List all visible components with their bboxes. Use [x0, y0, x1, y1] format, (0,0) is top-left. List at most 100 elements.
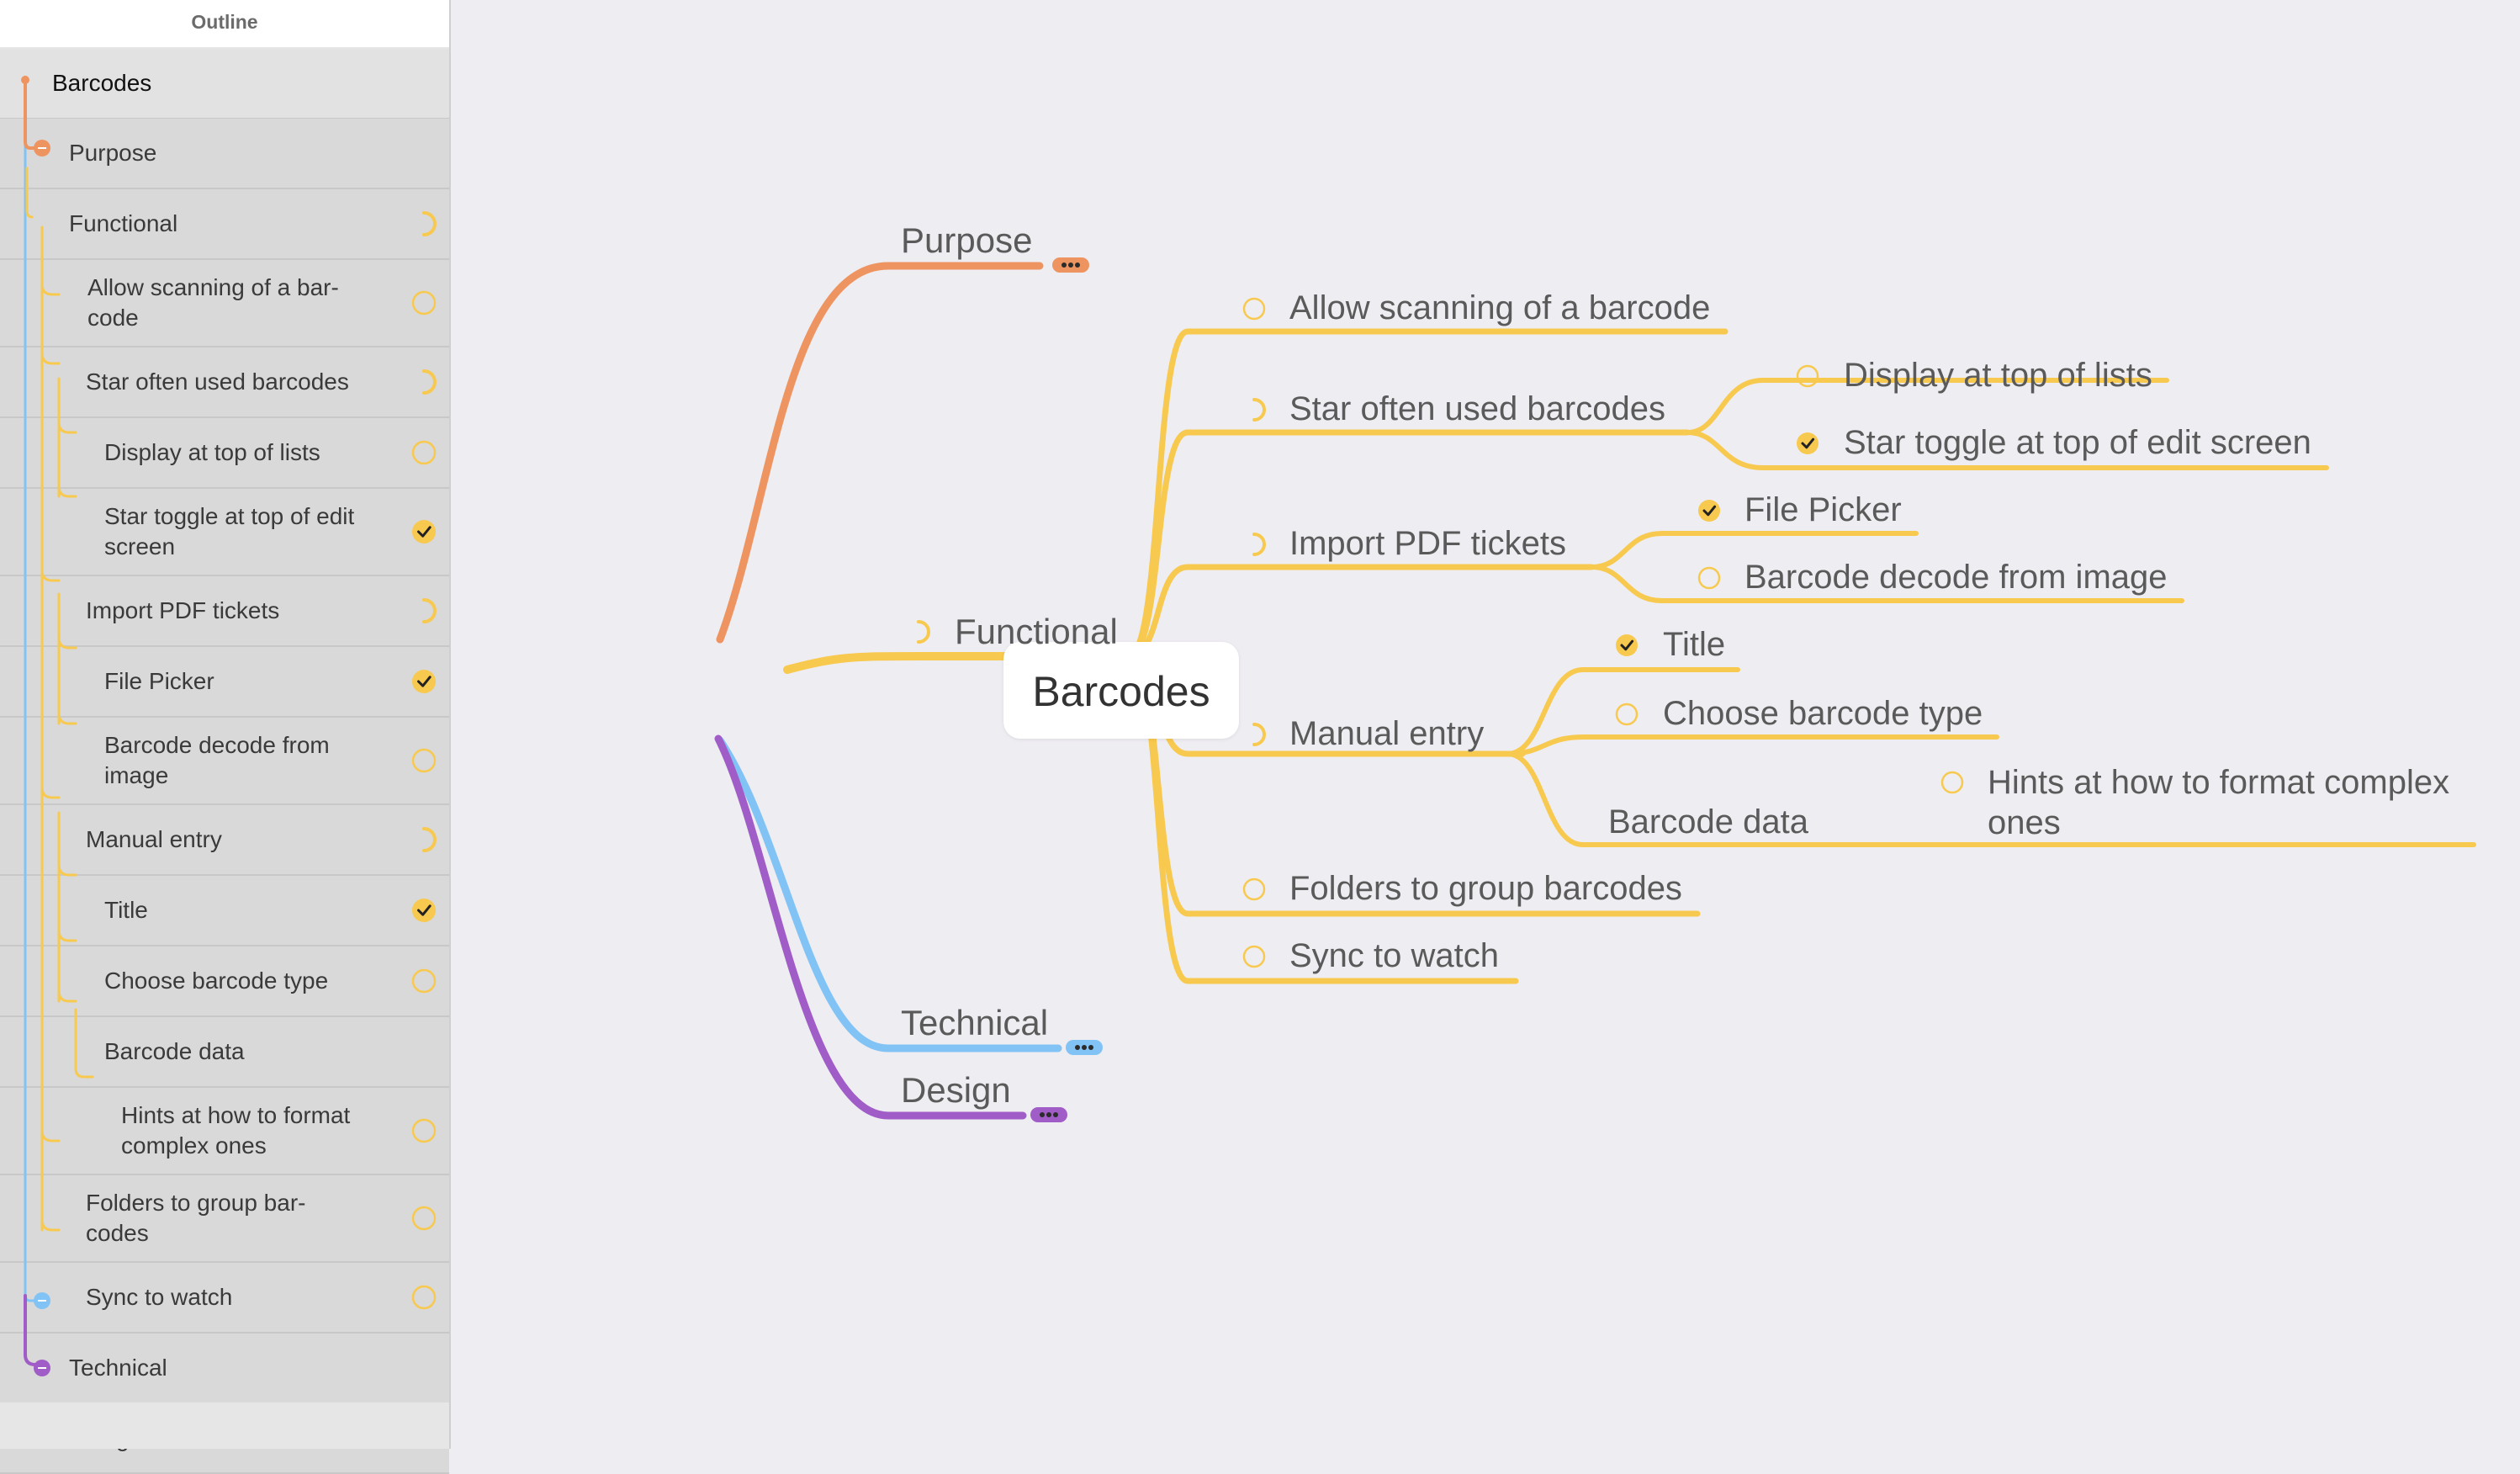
- node-star-often[interactable]: Star often used barcodes: [1289, 390, 1665, 427]
- outline-row-barcodes[interactable]: Barcodes: [0, 49, 449, 119]
- outline-row-label: Display at top of lists: [104, 439, 320, 465]
- empty-circle-icon[interactable]: [1697, 565, 1722, 591]
- empty-circle-icon[interactable]: [410, 1284, 437, 1311]
- empty-circle-icon[interactable]: [410, 747, 437, 774]
- empty-circle-icon[interactable]: [1614, 702, 1639, 727]
- root-node[interactable]: Barcodes: [1003, 642, 1239, 739]
- tree-branch: [57, 929, 77, 942]
- empty-circle-icon[interactable]: [1241, 877, 1267, 902]
- node-import-pdf[interactable]: Import PDF tickets: [1289, 525, 1566, 562]
- outline-row-star-toggle[interactable]: Star toggle at top of edit screen: [0, 489, 449, 576]
- tree-branch: [57, 863, 77, 877]
- check-circle-icon[interactable]: [1697, 498, 1722, 523]
- partial-progress-icon[interactable]: [906, 619, 931, 644]
- node-allow-scanning[interactable]: Allow scanning of a barcode: [1289, 289, 1711, 326]
- node-star-toggle[interactable]: Star toggle at top of edit screen: [1844, 424, 2311, 461]
- check-circle-icon[interactable]: [410, 518, 437, 545]
- node-choose-type[interactable]: Choose barcode type: [1663, 695, 1983, 732]
- outline-row-allow-scanning[interactable]: Allow scanning of a bar- code: [0, 260, 449, 347]
- empty-circle-icon[interactable]: [1241, 944, 1267, 969]
- partial-progress-icon[interactable]: [1241, 722, 1267, 747]
- connector-line: [716, 736, 1062, 1052]
- connector-line: [1685, 378, 2169, 435]
- outline-row-label: Choose barcode type: [104, 968, 329, 994]
- node-display-top[interactable]: Display at top of lists: [1844, 357, 2152, 394]
- tree-branch: [57, 485, 77, 498]
- tree-line-functional: [25, 167, 34, 219]
- check-circle-icon[interactable]: [1795, 431, 1820, 456]
- outline-row-title[interactable]: Title: [0, 876, 449, 946]
- outline-footer: [0, 1402, 449, 1449]
- tree-branch: [57, 421, 77, 434]
- partial-progress-icon[interactable]: [410, 597, 437, 624]
- tree-branch: [40, 1218, 61, 1232]
- outline-row-manual-entry[interactable]: Manual entry: [0, 805, 449, 876]
- outline-row-label: Import PDF tickets: [86, 597, 280, 623]
- tree-line-purpose: [24, 76, 39, 150]
- check-circle-icon[interactable]: [1614, 633, 1639, 658]
- outline-row-purpose[interactable]: Purpose: [0, 119, 449, 189]
- outline-row-star-often[interactable]: Star often used barcodes: [0, 347, 449, 418]
- node-folders[interactable]: Folders to group barcodes: [1289, 870, 1682, 907]
- empty-circle-icon[interactable]: [410, 968, 437, 994]
- ellipsis-icon[interactable]: [1066, 1040, 1103, 1055]
- outline-row-sync-watch[interactable]: Sync to watch: [0, 1263, 449, 1333]
- node-file-picker[interactable]: File Picker: [1744, 491, 1902, 528]
- partial-progress-icon[interactable]: [410, 210, 437, 237]
- empty-circle-icon[interactable]: [410, 1205, 437, 1232]
- partial-progress-icon[interactable]: [1241, 397, 1267, 422]
- tree-branch: [40, 283, 61, 296]
- empty-circle-icon[interactable]: [1940, 770, 1965, 795]
- outline-row-file-picker[interactable]: File Picker: [0, 647, 449, 718]
- outline-row-import-pdf[interactable]: Import PDF tickets: [0, 576, 449, 647]
- connector-line: [1589, 565, 2184, 603]
- check-circle-icon[interactable]: [410, 668, 437, 695]
- outline-row-folders[interactable]: Folders to group bar- codes: [0, 1175, 449, 1263]
- partial-progress-icon[interactable]: [410, 368, 437, 395]
- connector-line: [1125, 328, 1729, 660]
- node-manual-entry[interactable]: Manual entry: [1289, 715, 1485, 752]
- empty-circle-icon[interactable]: [1241, 296, 1267, 321]
- ellipsis-icon[interactable]: [1052, 257, 1089, 273]
- ellipsis-icon[interactable]: [1030, 1107, 1067, 1122]
- node-title[interactable]: Title: [1663, 626, 1726, 663]
- mind-map-connectors: [714, 262, 2476, 1120]
- outline-row-functional[interactable]: Functional: [0, 189, 449, 260]
- node-barcode-decode[interactable]: Barcode decode from image: [1744, 559, 2168, 596]
- mind-map-canvas[interactable]: Barcodes Purpose Functional Technical De…: [451, 0, 2520, 1449]
- outline-row-hints[interactable]: Hints at how to format complex ones: [0, 1088, 449, 1175]
- outline-row-label: Star toggle at top of edit screen: [104, 503, 355, 559]
- connector-line: [1505, 751, 2475, 847]
- node-design[interactable]: Design: [901, 1070, 1011, 1110]
- outline-row-label: Star often used barcodes: [86, 368, 349, 395]
- connector-line: [716, 262, 1044, 644]
- partial-progress-icon[interactable]: [1241, 532, 1267, 557]
- outline-row-label: Purpose: [69, 140, 157, 166]
- connector-line: [1505, 667, 1740, 756]
- check-circle-icon[interactable]: [410, 897, 437, 924]
- partial-progress-icon[interactable]: [410, 826, 437, 853]
- outline-header: Outline: [0, 0, 449, 47]
- root-dot-icon: [21, 76, 29, 84]
- node-hints[interactable]: Hints at how to format complex ones: [1988, 764, 2450, 841]
- outline-row-barcode-decode[interactable]: Barcode decode from image: [0, 718, 449, 805]
- empty-circle-icon[interactable]: [410, 1117, 437, 1144]
- node-purpose[interactable]: Purpose: [901, 220, 1033, 260]
- root-node-label: Barcodes: [1032, 668, 1210, 715]
- outline-row-label: Barcode data: [104, 1038, 245, 1064]
- node-technical[interactable]: Technical: [901, 1003, 1049, 1042]
- outline-row-choose-type[interactable]: Choose barcode type: [0, 946, 449, 1017]
- empty-circle-icon[interactable]: [410, 289, 437, 316]
- tree-branch: [40, 352, 61, 365]
- empty-circle-icon[interactable]: [1795, 363, 1820, 389]
- node-sync-watch[interactable]: Sync to watch: [1289, 937, 1500, 974]
- outline-row-label: Barcodes: [52, 70, 152, 96]
- outline-row-label: Barcode decode from image: [104, 732, 330, 788]
- tree-branch: [40, 1129, 61, 1143]
- outline-row-display-top[interactable]: Display at top of lists: [0, 418, 449, 489]
- node-functional[interactable]: Functional: [955, 612, 1118, 651]
- empty-circle-icon[interactable]: [410, 439, 437, 466]
- outline-row-label: Technical: [69, 1355, 167, 1381]
- node-barcode-data[interactable]: Barcode data: [1608, 803, 1808, 840]
